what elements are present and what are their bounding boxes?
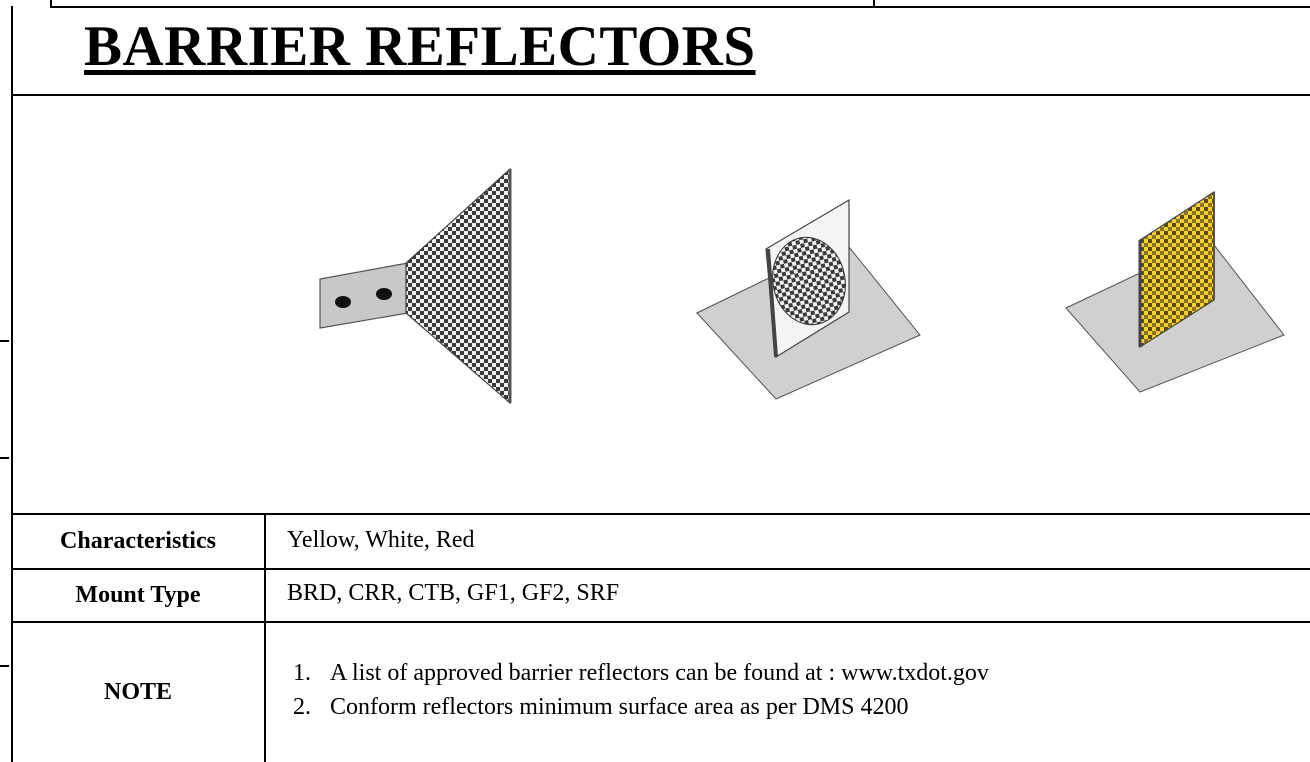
note-label: NOTE (103, 679, 172, 705)
note-text: A list of approved barrier reflectors ca… (330, 660, 989, 686)
margin-tick (0, 340, 9, 342)
margin-tick (0, 665, 9, 667)
angle-mounted-yellow-reflector (1065, 190, 1285, 393)
top-tick-right (873, 0, 875, 8)
margin-tick (0, 457, 9, 459)
characteristics-value: Yellow, White, Red (287, 527, 475, 553)
mount-type-value: BRD, CRR, CTB, GF1, GF2, SRF (287, 580, 620, 606)
note-list: 1. A list of approved barrier reflectors … (274, 656, 989, 724)
title-divider (11, 94, 1310, 96)
angle-mounted-round-reflector (695, 198, 921, 400)
page-title: BARRIER REFLECTORS (84, 15, 756, 78)
illustration-divider (11, 513, 1310, 515)
left-border (11, 6, 13, 762)
note-number: 1. (293, 660, 311, 686)
note-item: 2. Conform reflectors minimum surface are… (274, 690, 989, 724)
note-number: 2. (293, 694, 311, 720)
row-divider-2 (11, 621, 1310, 623)
top-border (50, 6, 1310, 8)
characteristics-label: Characteristics (60, 528, 216, 554)
note-text: Conform reflectors minimum surface area … (330, 694, 909, 720)
note-item: 1. A list of approved barrier reflectors … (274, 656, 989, 690)
reflector-illustrations (319, 167, 1285, 405)
row-divider-1 (11, 568, 1310, 570)
mount-type-label: Mount Type (75, 582, 201, 608)
top-tick-left (50, 0, 52, 8)
column-divider (264, 513, 266, 762)
bracket-mounted-reflector (319, 167, 512, 405)
